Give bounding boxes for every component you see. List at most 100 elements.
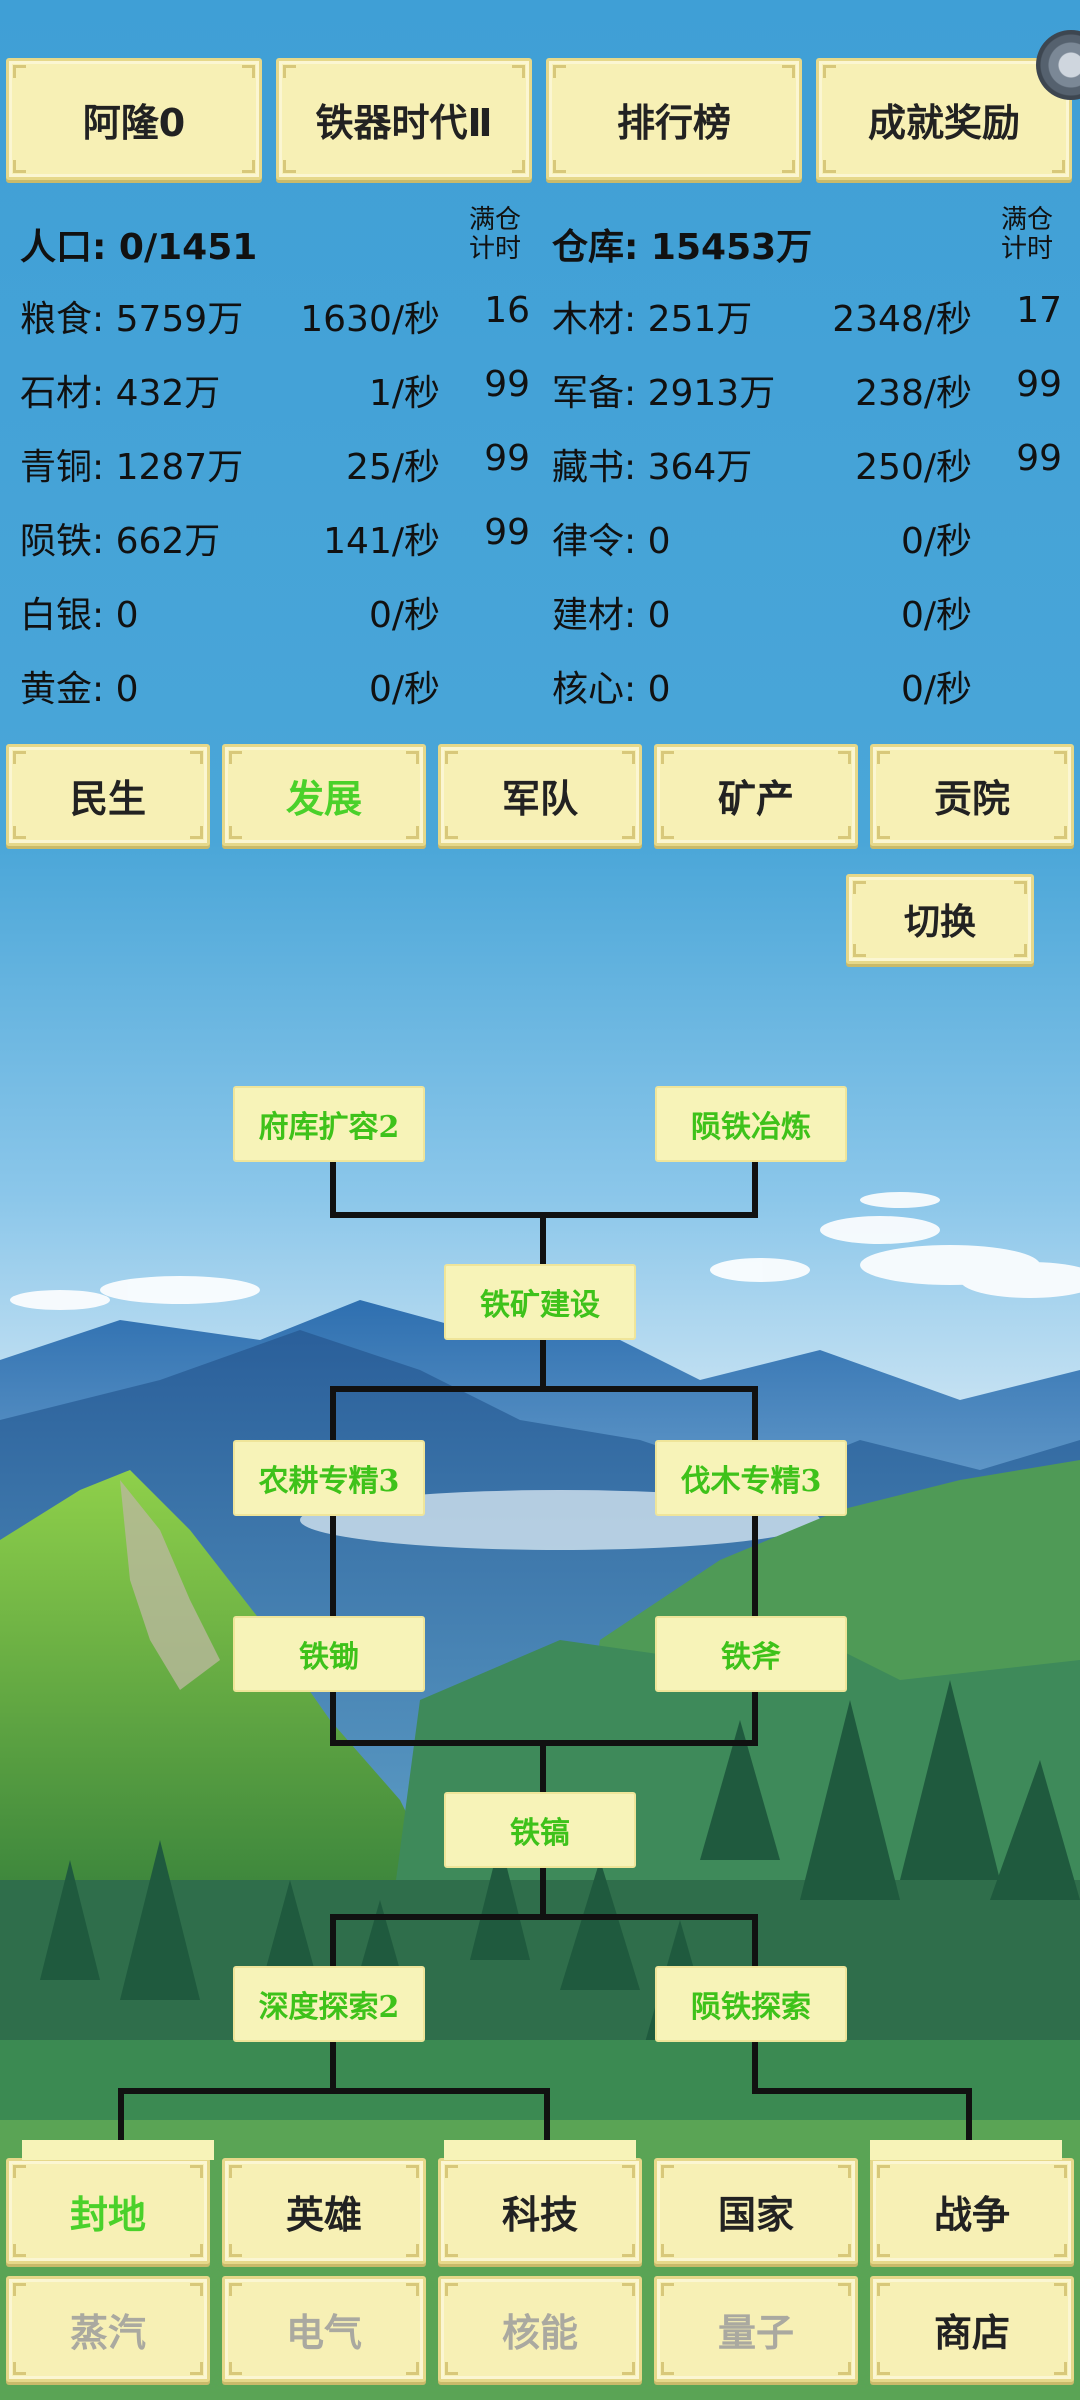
resource-name: 石材: 432万 [20, 373, 221, 414]
resource-rate: 0/秒 [900, 521, 972, 562]
resource-rate: 0/秒 [900, 595, 972, 636]
tree-connector [540, 1866, 546, 1918]
resource-rate: 2348/秒 [832, 299, 972, 340]
resource-full-timer: 99 [484, 438, 530, 479]
tab-fazhan-label: 发展 [285, 776, 362, 821]
resource-name: 陨铁: 662万 [20, 521, 221, 562]
tree-connector [330, 1914, 758, 1920]
achievement-reward-label: 成就奖励 [867, 100, 1020, 145]
resource-name: 木材: 251万 [552, 299, 753, 340]
resource-full-timer: 17 [1016, 290, 1062, 331]
nav-shangdian[interactable]: 商店 [870, 2276, 1074, 2382]
tree-connector [752, 1386, 758, 1440]
tab-kuangchan[interactable]: 矿产 [654, 744, 858, 846]
tech-node-tiechu[interactable]: 铁锄 [233, 1616, 425, 1692]
resource-name: 粮食: 5759万 [20, 299, 244, 340]
nav-heneng[interactable]: 核能 [438, 2276, 642, 2382]
tech-node-shendu-tansuo[interactable]: 深度探索2 [233, 1966, 425, 2042]
tech-node-yuntie-tansuo[interactable]: 陨铁探索 [655, 1966, 847, 2042]
full-timer-line1: 满仓 [468, 205, 521, 235]
nav-keji[interactable]: 科技 [438, 2158, 642, 2264]
tree-connector [118, 2088, 550, 2094]
tree-connector [752, 2088, 972, 2094]
era-label: 铁器时代Ⅱ [315, 100, 493, 145]
player-name-label: 阿隆0 [82, 100, 186, 145]
era-button[interactable]: 铁器时代Ⅱ [276, 58, 532, 180]
nav-zhengqi[interactable]: 蒸汽 [6, 2276, 210, 2382]
nav-zhanzheng[interactable]: 战争 [870, 2158, 1074, 2264]
tech-node-hidden [870, 2140, 1062, 2160]
switch-label: 切换 [903, 902, 976, 943]
tab-kuangchan-label: 矿产 [717, 776, 794, 821]
tab-gongyuan[interactable]: 贡院 [870, 744, 1074, 846]
tab-fazhan[interactable]: 发展 [222, 744, 426, 846]
tree-connector [752, 1514, 758, 1618]
leaderboard-label: 排行榜 [616, 100, 731, 145]
resource-rate: 141/秒 [323, 521, 440, 562]
nav-liangzi[interactable]: 量子 [654, 2276, 858, 2382]
tech-node-hidden [22, 2140, 214, 2160]
nav-yingxiong[interactable]: 英雄 [222, 2158, 426, 2264]
resource-rate: 25/秒 [346, 447, 440, 488]
nav-fengdi[interactable]: 封地 [6, 2158, 210, 2264]
resource-full-timer: 99 [484, 364, 530, 405]
resource-rate: 1630/秒 [300, 299, 440, 340]
resource-rate: 0/秒 [900, 669, 972, 710]
tech-node-famu-zhuanjing[interactable]: 伐木专精3 [655, 1440, 847, 1516]
nav-guojia-label: 国家 [717, 2192, 794, 2237]
tab-minsheng[interactable]: 民生 [6, 744, 210, 846]
tree-connector [330, 1514, 336, 1618]
resource-rate: 238/秒 [855, 373, 972, 414]
switch-button[interactable]: 切换 [846, 874, 1034, 964]
tab-minsheng-label: 民生 [69, 776, 146, 821]
full-timer-line2: 计时 [468, 234, 521, 264]
tab-jundui[interactable]: 军队 [438, 744, 642, 846]
resource-name: 藏书: 364万 [552, 447, 753, 488]
tech-node-fuku-kuorong[interactable]: 府库扩容2 [233, 1086, 425, 1162]
nav-keji-label: 科技 [501, 2192, 578, 2237]
resource-full-timer: 99 [484, 512, 530, 553]
tree-connector [966, 2088, 972, 2148]
tab-jundui-label: 军队 [501, 776, 578, 821]
tree-connector [540, 1740, 546, 1792]
resource-name: 青铜: 1287万 [20, 447, 244, 488]
tech-node-nonggeng-zhuanjing[interactable]: 农耕专精3 [233, 1440, 425, 1516]
nav-fengdi-label: 封地 [69, 2192, 146, 2237]
full-timer-line1: 满仓 [1000, 205, 1053, 235]
nav-guojia[interactable]: 国家 [654, 2158, 858, 2264]
nav-zhanzheng-label: 战争 [933, 2192, 1010, 2237]
nav-heneng-label: 核能 [501, 2310, 578, 2355]
resource-rate: 1/秒 [368, 373, 440, 414]
nav-liangzi-label: 量子 [717, 2310, 794, 2355]
achievement-reward-button[interactable]: 成就奖励 [816, 58, 1072, 180]
resource-full-timer: 99 [1016, 438, 1062, 479]
tree-connector [118, 2088, 124, 2148]
tech-node-tiekuang-jianshe[interactable]: 铁矿建设 [444, 1264, 636, 1340]
tree-connector [752, 2040, 758, 2094]
resource-name: 核心: 0 [552, 669, 671, 710]
warehouse-label: 仓库: 15453万 [552, 227, 813, 268]
full-timer-header-left: 满仓 计时 [460, 206, 530, 264]
nav-dianqi[interactable]: 电气 [222, 2276, 426, 2382]
tech-node-tiefu[interactable]: 铁斧 [655, 1616, 847, 1692]
tree-connector [330, 1160, 336, 1218]
tech-node-yuntie-yelian[interactable]: 陨铁冶炼 [655, 1086, 847, 1162]
resource-name: 律令: 0 [552, 521, 671, 562]
population-label: 人口: 0/1451 [20, 227, 258, 268]
tech-node-tiegao[interactable]: 铁镐 [444, 1792, 636, 1868]
resource-rate: 0/秒 [368, 595, 440, 636]
tree-connector [330, 1386, 336, 1440]
full-timer-line2: 计时 [1000, 234, 1053, 264]
player-name-button[interactable]: 阿隆0 [6, 58, 262, 180]
nav-dianqi-label: 电气 [285, 2310, 362, 2355]
resource-name: 建材: 0 [552, 595, 671, 636]
resource-rate: 250/秒 [855, 447, 972, 488]
tree-connector [330, 1386, 758, 1392]
tech-node-hidden [444, 2140, 636, 2160]
nav-yingxiong-label: 英雄 [285, 2192, 362, 2237]
nav-zhengqi-label: 蒸汽 [69, 2310, 146, 2355]
leaderboard-button[interactable]: 排行榜 [546, 58, 802, 180]
resource-name: 军备: 2913万 [552, 373, 776, 414]
resource-full-timer: 16 [484, 290, 530, 331]
